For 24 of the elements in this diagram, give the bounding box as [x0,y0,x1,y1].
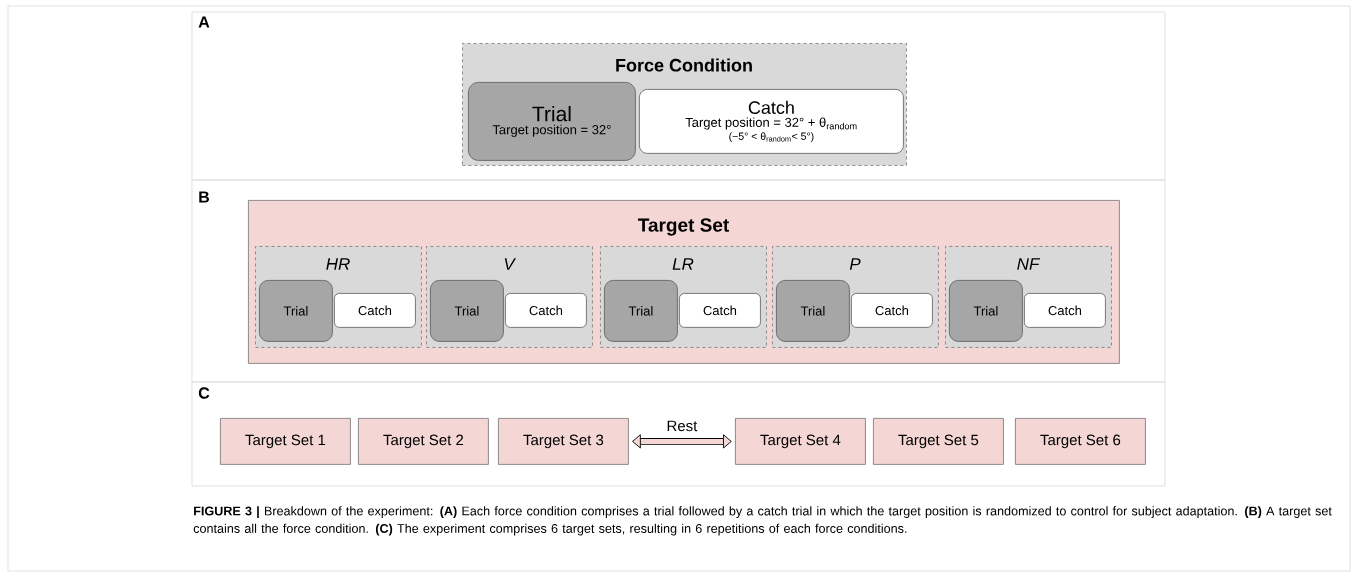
target-set-box: Target Set 4 [735,418,866,465]
panel-letter: C [198,387,210,399]
catch-box: Catch [505,293,587,328]
target-set-box: Target Set 5 [873,418,1004,465]
double-arrow [632,434,732,449]
caption: FIGURE 3 | Breakdown of the experiment: (A) Each force condition comprises a trial followed by a catch trial in which the target position is randomized to control for subject adaptation. (B) A target set contains all the force condition. (C) The experiment comprises 6 target sets, resulting in 6 repetitions of each force conditions. [193,506,1332,536]
trial-box: Trial [604,280,678,342]
target-set-box: Target Set 3 [498,418,629,465]
catch-box: Catch [679,293,761,328]
catch-box: Catch [1024,293,1106,328]
target-set-box: Target Set 2 [358,418,489,465]
trial-box: Trial [259,280,333,342]
trial-box: Trial Target position = 32° [468,82,636,161]
catch-box: Catch [334,293,416,328]
trial-box: Trial [949,280,1023,342]
catch-box: Catch [851,293,933,328]
target-set-box: Target Set 1 [220,418,351,465]
edge-label: Rest [667,420,698,432]
panel-letter: A [198,16,210,28]
target-set-box: Target Set 6 [1015,418,1146,465]
panel-letter: B [199,191,210,203]
trial-box: Trial [776,280,850,342]
trial-box: Trial [430,280,504,342]
catch-box: Catch Target position = 32° + θ$_{random}$ (−5° < θ$_{random}$< 5°) [639,89,904,154]
